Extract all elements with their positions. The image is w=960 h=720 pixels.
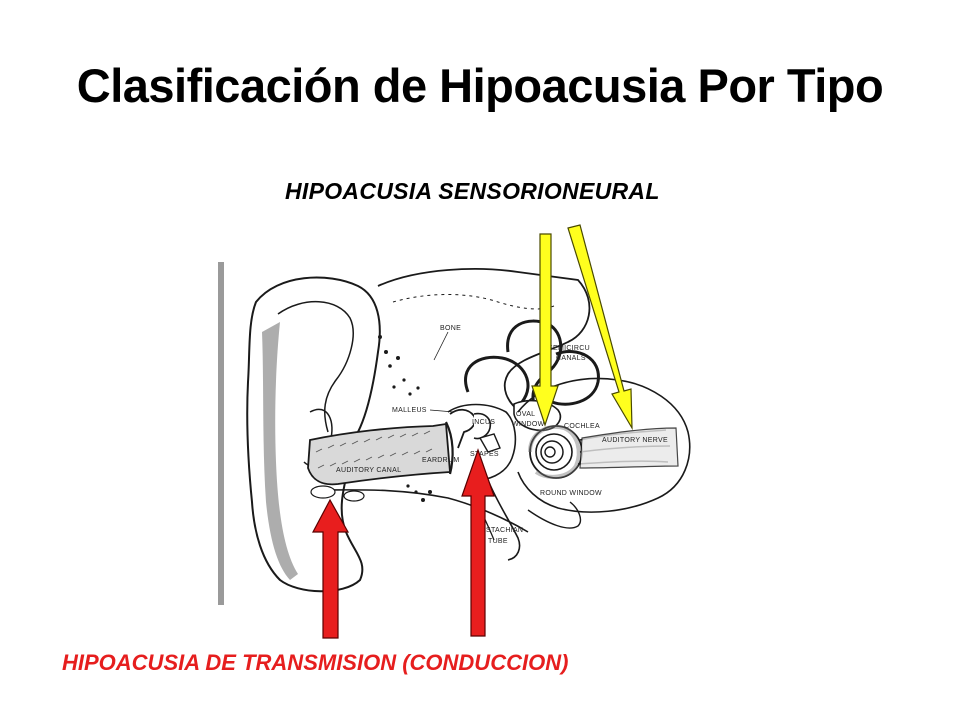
semicircular-canal <box>464 355 530 403</box>
label-bone: BONE <box>440 325 461 332</box>
malleus <box>449 408 477 449</box>
skull-bone <box>377 268 591 411</box>
leader-line <box>429 409 455 413</box>
label-auditory-canal: AUDITORY CANAL <box>336 467 401 474</box>
scan-edge <box>218 262 224 605</box>
pinna-inner-fold <box>277 301 354 433</box>
incus <box>473 412 492 440</box>
label-round-window: ROUND WINDOW <box>540 490 602 497</box>
eardrum <box>445 421 454 475</box>
middle-ear-cavity <box>447 403 517 482</box>
label-malleus: MALLEUS <box>392 407 427 414</box>
label-incus: INCUS <box>472 419 495 426</box>
bone-outline-bottom <box>527 501 582 529</box>
cochlea-shading <box>528 425 581 479</box>
label-eustachian-tube-1: STACHIAN <box>486 527 523 534</box>
eustachian-tube <box>487 479 521 561</box>
sensorineural-label: HIPOACUSIA SENSORIONEURAL <box>285 178 660 204</box>
nerve-bundle <box>579 427 679 469</box>
canal-hair-texture <box>315 430 433 469</box>
canal-gland <box>343 490 365 502</box>
label-eardrum: EARDRUM <box>422 457 460 464</box>
slide-title: Clasificación de Hipoacusia Por Tipo <box>76 59 884 112</box>
auditory-canal <box>307 422 451 486</box>
pinna <box>246 276 381 593</box>
stapes <box>478 433 501 453</box>
conductive-label: HIPOACUSIA DE TRANSMISION (CONDUCCION) <box>62 650 569 675</box>
ear-anatomy-diagram: BONE SEMICIRCU CANALS MALLEUS INCUS OVAL… <box>218 262 691 605</box>
label-semicircular-canals-1: SEMICIRCU <box>548 345 590 352</box>
leader-line <box>433 331 449 361</box>
lower-canal-wall <box>313 489 529 533</box>
pinna-shading <box>262 322 298 580</box>
label-auditory-nerve: AUDITORY NERVE <box>602 437 668 444</box>
label-oval-window-2: WINDOW <box>512 421 545 428</box>
label-semicircular-canals-2: CANALS <box>556 355 586 362</box>
label-stapes: STAPES <box>470 451 499 458</box>
bone-texture <box>392 294 555 310</box>
canal-gland <box>310 485 336 499</box>
label-cochlea: COCHLEA <box>564 423 600 430</box>
label-eustachian-tube-2: TUBE <box>488 538 508 545</box>
label-oval-window-1: OVAL <box>516 411 535 418</box>
